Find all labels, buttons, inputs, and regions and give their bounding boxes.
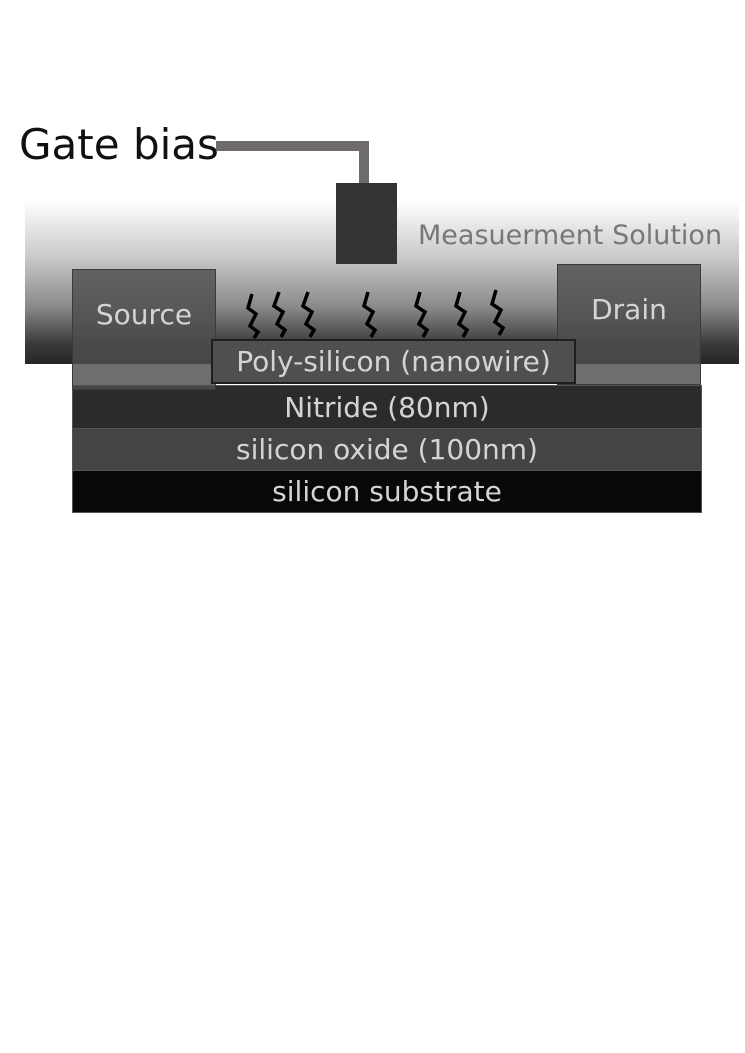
- gate-electrode: [336, 183, 397, 264]
- receptor-molecule-icon: [489, 289, 506, 336]
- receptor-molecule-icon: [361, 291, 378, 338]
- gate-wire-horizontal: [216, 141, 369, 151]
- nitride-layer: Nitride (80nm): [72, 385, 702, 429]
- drain-electrode: Drain: [557, 264, 701, 385]
- source-electrode: Source: [72, 269, 216, 390]
- poly-silicon-nanowire: Poly-silicon (nanowire): [211, 339, 576, 384]
- silicon-substrate-label: silicon substrate: [272, 475, 502, 508]
- receptor-molecule-icon: [245, 293, 261, 339]
- drain-label: Drain: [591, 293, 667, 326]
- silicon-substrate-layer: silicon substrate: [72, 470, 702, 513]
- receptor-molecule-icon: [413, 291, 430, 338]
- silicon-oxide-label: silicon oxide (100nm): [236, 433, 538, 466]
- receptor-molecule-icon: [271, 291, 288, 338]
- nanowire-label: Poly-silicon (nanowire): [236, 345, 551, 378]
- receptor-molecule-icon: [300, 291, 317, 338]
- receptor-molecule-icon: [453, 291, 470, 338]
- source-label: Source: [95, 298, 193, 331]
- silicon-oxide-layer: silicon oxide (100nm): [72, 428, 702, 471]
- gate-bias-label: Gate bias: [19, 120, 219, 169]
- gate-wire-vertical: [359, 141, 369, 191]
- nitride-label: Nitride (80nm): [284, 390, 490, 424]
- measurement-solution-label: Measuerment Solution: [418, 220, 723, 251]
